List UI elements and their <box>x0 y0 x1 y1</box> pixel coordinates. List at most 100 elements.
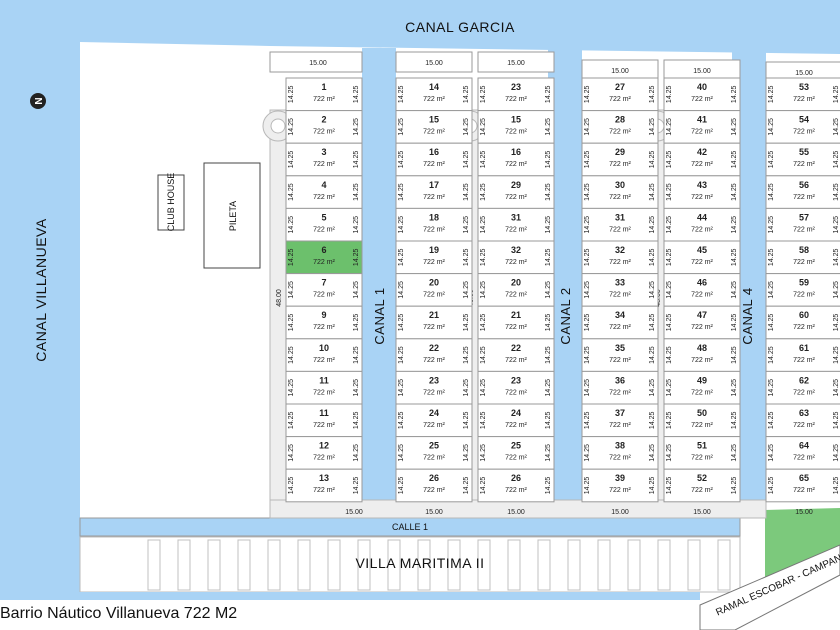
lot-parcel[interactable] <box>395 338 473 372</box>
lot-parcel[interactable] <box>477 305 555 340</box>
lot-parcel[interactable] <box>581 273 659 307</box>
lot-parcel[interactable] <box>663 436 741 470</box>
lot-parcel[interactable] <box>663 403 741 438</box>
lot-parcel[interactable] <box>765 338 840 372</box>
lot-parcel[interactable] <box>663 77 741 112</box>
lot-parcel[interactable] <box>285 468 363 503</box>
lot-parcel[interactable] <box>395 468 473 503</box>
lot-parcel[interactable] <box>581 338 659 372</box>
lot-parcel[interactable] <box>581 468 659 503</box>
lot-parcel[interactable] <box>663 240 741 275</box>
lot-parcel[interactable] <box>765 436 840 470</box>
pileta[interactable] <box>203 162 261 269</box>
lot-parcel[interactable] <box>663 207 741 242</box>
lot-parcel[interactable] <box>581 403 659 438</box>
lot-parcel[interactable] <box>581 436 659 470</box>
lot-parcel[interactable] <box>663 468 741 503</box>
lot-parcel[interactable] <box>285 436 363 470</box>
lot-parcel[interactable] <box>395 207 473 242</box>
lot-parcel[interactable] <box>765 273 840 307</box>
lot-parcel[interactable] <box>395 110 473 144</box>
club-house-building[interactable] <box>157 174 185 231</box>
lot-parcel[interactable] <box>477 436 555 470</box>
lot-parcel[interactable] <box>395 273 473 307</box>
lot-parcel[interactable] <box>395 175 473 209</box>
lot-parcel[interactable] <box>581 240 659 275</box>
lot-parcel[interactable] <box>285 175 363 209</box>
lot-parcel[interactable] <box>477 468 555 503</box>
lot-parcel[interactable] <box>477 175 555 209</box>
lot-parcel[interactable] <box>477 207 555 242</box>
lot-parcel[interactable] <box>395 436 473 470</box>
lot-parcel[interactable] <box>663 370 741 405</box>
lot-parcel[interactable] <box>581 207 659 242</box>
lot-parcel[interactable] <box>285 403 363 438</box>
lot-parcel[interactable] <box>663 273 741 307</box>
lot-parcel[interactable] <box>477 403 555 438</box>
lot-parcel[interactable] <box>477 240 555 275</box>
lot-parcel[interactable] <box>285 338 363 372</box>
lot-parcel[interactable] <box>765 142 840 177</box>
lot-parcel[interactable] <box>663 142 741 177</box>
lot-parcel[interactable] <box>663 110 741 144</box>
lot-parcel[interactable] <box>285 273 363 307</box>
lot-parcel[interactable] <box>477 370 555 405</box>
